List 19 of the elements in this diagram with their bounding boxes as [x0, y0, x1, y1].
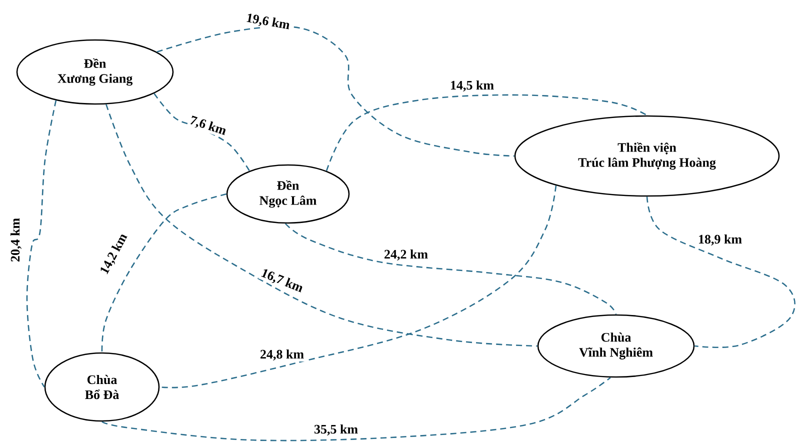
- distance-label: 14,2 km: [97, 230, 131, 278]
- route-line: [156, 26, 514, 157]
- route-line: [26, 100, 57, 388]
- route-line: [101, 193, 227, 352]
- distance-label: 14,5 km: [448, 79, 496, 93]
- route-line: [106, 104, 538, 347]
- distance-label: 20,4 km: [9, 216, 23, 264]
- route-line: [160, 185, 557, 388]
- distance-label: 18,9 km: [696, 234, 744, 247]
- route-line: [646, 196, 796, 348]
- distance-label: 19,6 km: [244, 12, 292, 32]
- distance-label: 24,8 km: [258, 348, 306, 362]
- route-line: [284, 223, 617, 315]
- distance-label: 35,5 km: [312, 424, 360, 437]
- distance-label: 7,6 km: [187, 114, 229, 138]
- distance-label: 16,7 km: [258, 266, 306, 296]
- route-line: [102, 377, 611, 442]
- distance-label: 24,2 km: [382, 248, 430, 262]
- route-line: [326, 94, 648, 172]
